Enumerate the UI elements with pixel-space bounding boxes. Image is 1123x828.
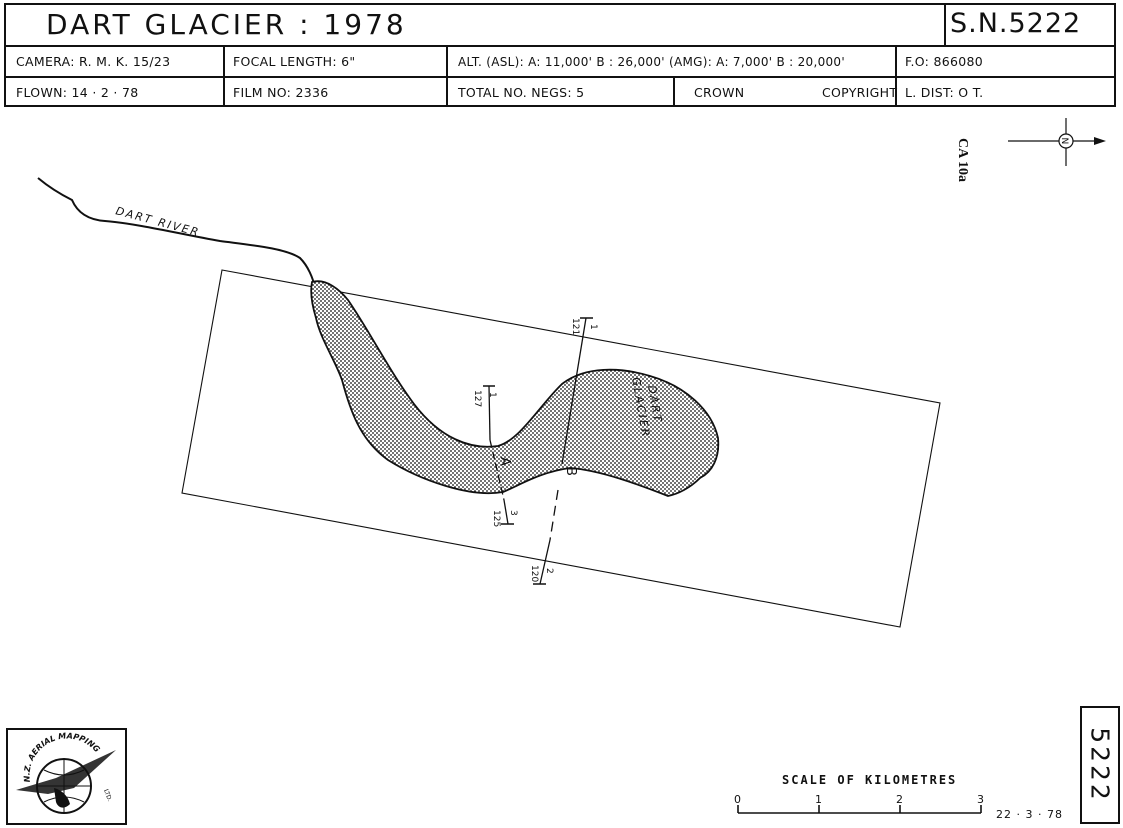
logo-emblem: N.Z. AERIAL MAPPING LTD. bbox=[16, 731, 116, 814]
company-logo: N.Z. AERIAL MAPPING LTD. bbox=[6, 728, 127, 825]
header-divider bbox=[944, 5, 946, 45]
header-divider bbox=[673, 76, 675, 107]
altitude-field: ALT. (ASL): A: 11,000' B : 26,000' (AMG)… bbox=[458, 55, 845, 69]
run-a-label: A bbox=[497, 457, 512, 466]
run-a-line-lower bbox=[503, 499, 509, 525]
side-serial-number: 5222 bbox=[1085, 727, 1115, 803]
scale-label-3: 3 bbox=[977, 793, 984, 806]
run-a-top-number: 1 bbox=[487, 392, 497, 398]
copyright-label: COPYRIGHT bbox=[822, 85, 898, 100]
dart-glacier-area bbox=[310, 280, 720, 497]
run-a-line bbox=[488, 385, 491, 441]
coverage-rectangle bbox=[181, 269, 941, 628]
flown-field: FLOWN: 14 · 2 · 78 bbox=[16, 85, 139, 100]
scale-label-1: 1 bbox=[815, 793, 822, 806]
header-divider bbox=[223, 45, 225, 107]
scale-bar: 0 1 2 3 bbox=[734, 793, 984, 814]
logo-sub-text: LTD. bbox=[102, 788, 113, 802]
run-b-bottom-number: 2 bbox=[544, 568, 554, 574]
dart-river-line bbox=[37, 177, 319, 299]
scale-title: SCALE OF KILOMETRES bbox=[782, 773, 958, 787]
run-b-line-lower bbox=[539, 539, 551, 585]
north-arrow-head bbox=[1094, 137, 1106, 145]
film-number-field: FILM NO: 2336 bbox=[233, 85, 329, 100]
map-title: DART GLACIER : 1978 bbox=[46, 8, 407, 41]
header-divider bbox=[6, 76, 1114, 78]
run-b-dashed bbox=[549, 489, 559, 541]
scale-date: 22 · 3 · 78 bbox=[996, 808, 1063, 821]
run-b-top-number: 1 bbox=[588, 324, 598, 330]
crown-label: CROWN bbox=[694, 85, 745, 100]
header-divider bbox=[895, 45, 897, 107]
header-divider bbox=[446, 45, 448, 107]
north-letter: N bbox=[1059, 138, 1069, 145]
run-b-label: B bbox=[563, 467, 578, 476]
scale-label-2: 2 bbox=[896, 793, 903, 806]
run-b-line bbox=[561, 317, 587, 465]
total-negs-field: TOTAL NO. NEGS: 5 bbox=[458, 85, 585, 100]
run-a-bottom-number: 3 bbox=[508, 510, 518, 516]
focal-length-field: FOCAL LENGTH: 6" bbox=[233, 54, 356, 69]
run-a-top-photo: 127 bbox=[472, 390, 482, 407]
run-b-bottom-photo: 120 bbox=[529, 565, 539, 582]
scale-label-0: 0 bbox=[734, 793, 741, 806]
run-a-bottom-photo: 125 bbox=[491, 510, 501, 527]
logo-map-icon bbox=[54, 788, 70, 808]
logo-wing-icon bbox=[16, 750, 116, 794]
flight-run-b: 1 121 2 120 B bbox=[529, 317, 598, 585]
north-arrow-circle bbox=[1058, 133, 1074, 149]
header-table: DART GLACIER : 1978 S.N.5222 CAMERA: R. … bbox=[4, 3, 1116, 107]
flight-run-a: 1 127 3 125 A bbox=[472, 385, 518, 527]
camera-field: CAMERA: R. M. K. 15/23 bbox=[16, 54, 171, 69]
fo-field: F.O: 866080 bbox=[905, 54, 983, 69]
river-label: DART RIVER bbox=[114, 204, 201, 239]
land-district-field: L. DIST: O T. bbox=[905, 85, 984, 100]
north-arrow: N bbox=[1008, 118, 1106, 166]
serial-number: S.N.5222 bbox=[950, 8, 1082, 39]
run-b-top-photo: 121 bbox=[570, 318, 580, 335]
header-divider bbox=[6, 45, 1114, 47]
side-serial-box: 5222 bbox=[1080, 706, 1120, 824]
run-a-dashed bbox=[489, 439, 505, 501]
